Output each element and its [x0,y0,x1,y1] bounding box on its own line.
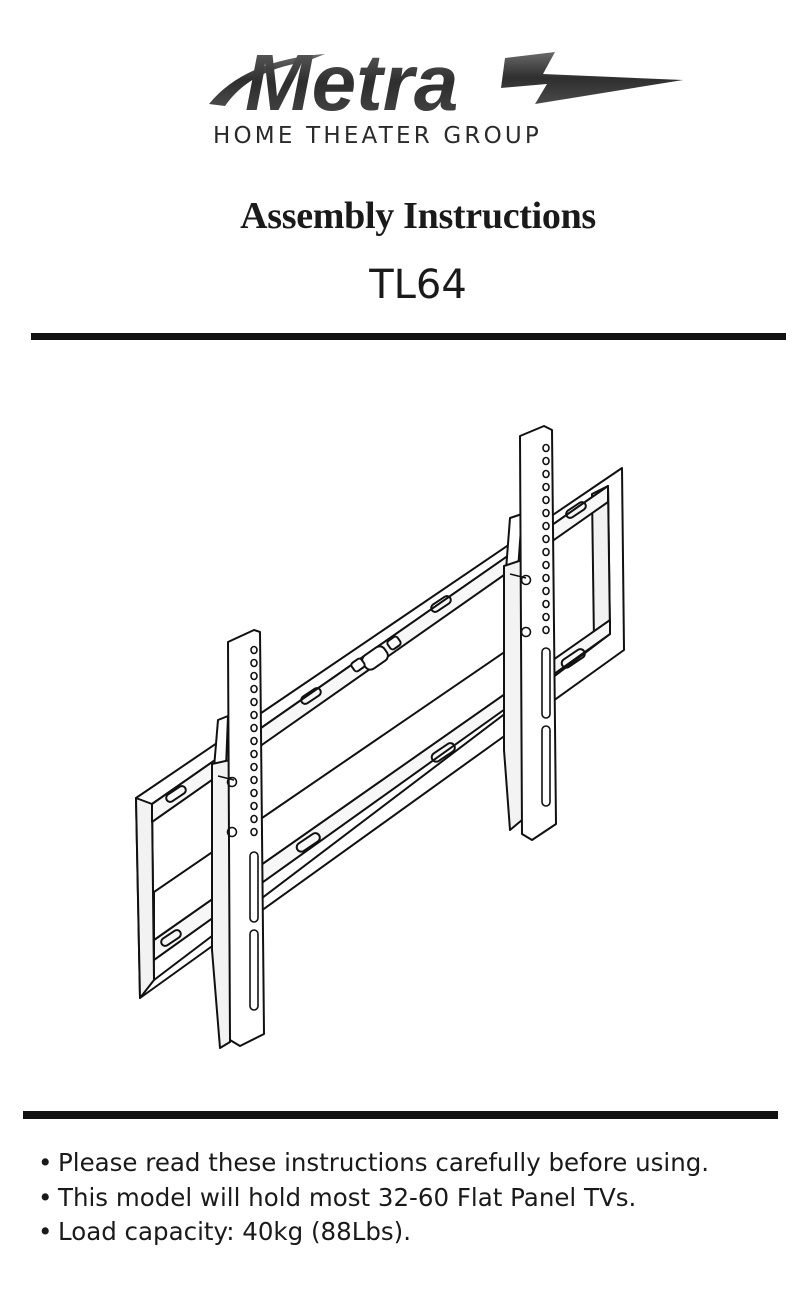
product-illustration [130,420,640,1060]
model-number: TL64 [369,262,467,308]
note-item: •This model will hold most 32-60 Flat Pa… [38,1181,709,1216]
logo-wordmark: Metra [245,40,458,122]
note-item: •Load capacity: 40kg (88Lbs). [38,1215,709,1250]
notes-list: •Please read these instructions carefull… [38,1146,709,1250]
bullet-icon: • [38,1182,53,1212]
note-text: Load capacity: 40kg (88Lbs). [58,1217,412,1246]
note-text: Please read these instructions carefully… [58,1148,710,1177]
brand-logo: Metra HOME THEATER GROUP [205,40,695,160]
note-text: This model will hold most 32-60 Flat Pan… [58,1182,637,1212]
document-title: Assembly Instructions [240,195,596,237]
tilting-wall-mount-icon [135,425,625,1049]
bullet-icon: • [38,1217,53,1246]
bullet-icon: • [38,1148,53,1177]
top-divider [31,333,786,340]
metra-logo-icon: Metra [209,40,683,122]
logo-subtitle: HOME THEATER GROUP [213,123,542,149]
bottom-divider [23,1111,778,1119]
note-item: •Please read these instructions carefull… [38,1146,709,1181]
